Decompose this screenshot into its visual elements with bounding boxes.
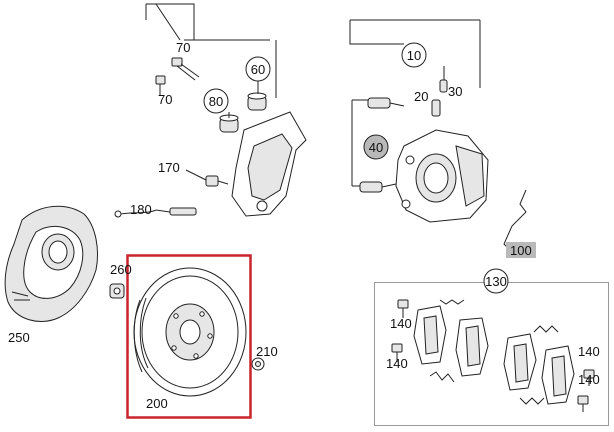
caliper-carrier (231, 111, 307, 217)
callout-circle-130 (483, 268, 509, 294)
label-30: 30 (448, 84, 462, 99)
label-70-upper: 70 (176, 40, 190, 55)
callout-circle-10 (401, 42, 427, 68)
screw-260 (109, 283, 125, 299)
label-20: 20 (414, 89, 428, 104)
spring-clip-100 (503, 189, 529, 251)
callout-circle-40 (363, 134, 389, 160)
label-140-d: 140 (578, 372, 600, 387)
part-labels: 70 70 60 80 170 180 10 20 30 40 100 250 … (8, 40, 600, 411)
label-260: 260 (110, 262, 132, 277)
label-210: 210 (256, 344, 278, 359)
label-40: 40 (369, 140, 383, 155)
wear-sensor-180 (114, 207, 197, 218)
callout-circle-60 (245, 56, 271, 82)
screw-210 (251, 357, 265, 371)
label-130: 130 (485, 274, 507, 289)
brake-caliper (395, 129, 489, 223)
label-170: 170 (158, 160, 180, 175)
caliper-group (349, 19, 529, 251)
brake-disc-200 (133, 267, 247, 397)
guide-bolt-170 (185, 169, 229, 187)
label-250: 250 (8, 330, 30, 345)
label-180: 180 (130, 202, 152, 217)
label-140-b: 140 (386, 356, 408, 371)
label-100: 100 (510, 243, 532, 258)
dust-shield-250 (4, 205, 98, 322)
label-100-bg (506, 242, 536, 258)
callout-circle-80 (203, 88, 229, 114)
label-70-lower: 70 (158, 92, 172, 107)
label-200: 200 (146, 396, 168, 411)
label-140-c: 140 (578, 344, 600, 359)
caliper-carrier-group (114, 3, 307, 218)
guide-pin-40 (359, 97, 405, 193)
label-60: 60 (251, 62, 265, 77)
label-80: 80 (209, 94, 223, 109)
highlight-box (126, 254, 252, 419)
label-10: 10 (407, 48, 421, 63)
bushing-60 (247, 92, 267, 111)
label-140-a: 140 (390, 316, 412, 331)
bleeder-screws (431, 66, 448, 117)
bolt-70 (155, 57, 200, 96)
brake-pad-set-130 (374, 282, 609, 426)
